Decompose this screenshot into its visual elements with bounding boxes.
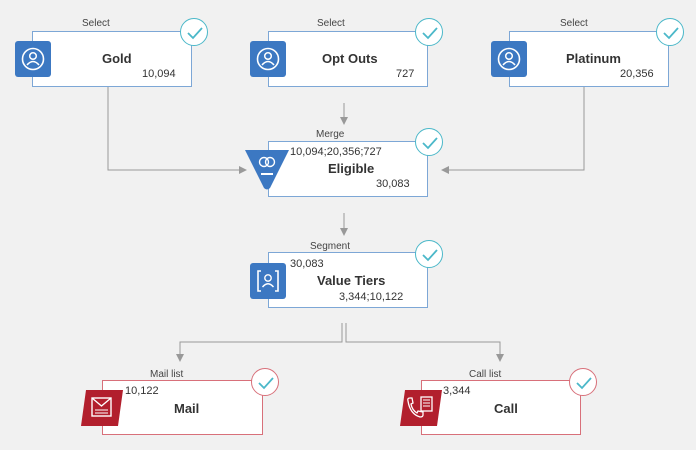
checkmark-icon[interactable] xyxy=(180,18,208,46)
node-title: Gold xyxy=(102,51,132,66)
node-count: 10,094 xyxy=(142,68,176,80)
node-title: Platinum xyxy=(566,51,621,66)
phone-icon xyxy=(400,390,442,426)
node-inputs: 10,094;20,356;727 xyxy=(290,146,382,158)
mail-icon xyxy=(81,390,123,426)
node-type-label: Select xyxy=(317,18,345,29)
node-inputs: 10,122 xyxy=(125,385,159,397)
node-inputs: 3,344 xyxy=(443,385,471,397)
node-card[interactable] xyxy=(102,380,263,435)
checkmark-icon[interactable] xyxy=(415,18,443,46)
checkmark-icon[interactable] xyxy=(415,128,443,156)
checkmark-icon[interactable] xyxy=(251,368,279,396)
node-count: 20,356 xyxy=(620,68,654,80)
node-card[interactable] xyxy=(32,31,192,87)
node-count: 30,083 xyxy=(376,178,410,190)
audience-icon xyxy=(250,41,286,77)
segment-icon xyxy=(250,263,286,299)
checkmark-icon[interactable] xyxy=(415,240,443,268)
checkmark-icon[interactable] xyxy=(656,18,684,46)
node-card[interactable] xyxy=(268,141,428,197)
node-title: Eligible xyxy=(328,161,375,176)
merge-icon xyxy=(245,150,289,190)
node-type-label: Call list xyxy=(469,369,502,380)
node-type-label: Merge xyxy=(316,129,345,140)
node-title: Opt Outs xyxy=(322,51,378,66)
node-type-label: Segment xyxy=(310,241,351,252)
node-title: Call xyxy=(494,401,518,416)
node-title: Mail xyxy=(174,401,200,416)
node-inputs: 30,083 xyxy=(290,258,324,270)
node-count: 727 xyxy=(396,68,415,80)
node-count: 3,344;10,122 xyxy=(339,291,404,303)
node-type-label: Select xyxy=(82,18,110,29)
audience-icon xyxy=(491,41,527,77)
node-type-label: Select xyxy=(560,18,588,29)
node-title: Value Tiers xyxy=(317,273,386,288)
node-card[interactable] xyxy=(268,252,428,308)
audience-icon xyxy=(15,41,51,77)
checkmark-icon[interactable] xyxy=(569,368,597,396)
node-type-label: Mail list xyxy=(150,369,184,380)
